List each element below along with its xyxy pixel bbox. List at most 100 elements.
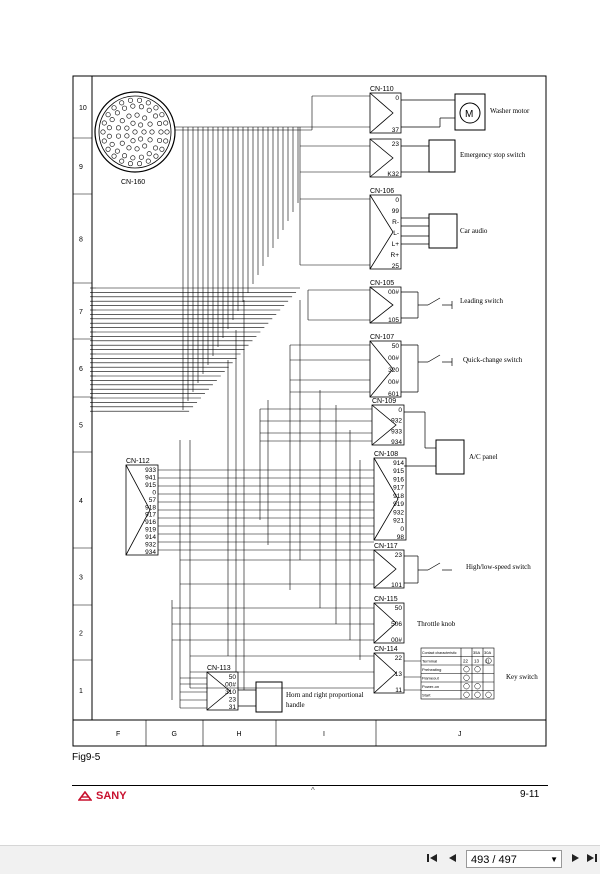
cn113-pin-label: 23 (229, 697, 237, 704)
cn160-pin (147, 137, 153, 143)
key-table-cell: 11 (485, 659, 490, 664)
cn113-pin-label: 310 (225, 689, 236, 696)
cn106-pin-label: 0 (395, 197, 399, 204)
cn112-pin-label: 932 (145, 542, 156, 549)
cn114-label: CN-114 (374, 646, 398, 653)
cn105-label: CN-105 (370, 280, 394, 287)
row-label: 10 (79, 105, 87, 112)
cn160-pin (159, 112, 165, 118)
key-switch-label: Key switch (506, 673, 538, 681)
cn160-pin (126, 113, 132, 119)
horn-handle-label-1: Horn and right proportional (286, 691, 364, 699)
cn107-pin-label: 50 (392, 343, 400, 350)
cn115-pin-label: 50 (395, 605, 403, 612)
figure-label: Fig9-5 (72, 752, 101, 763)
cn113-label: CN-113 (207, 665, 231, 672)
cn117-label: CN-117 (374, 543, 398, 550)
next-icon[interactable] (568, 852, 584, 868)
horn-handle-box: Horn and right proportional handle (238, 681, 364, 713)
cn112-pin-label: 933 (145, 467, 156, 474)
cn105-pin-label: 105 (388, 317, 399, 324)
skip-last-icon[interactable] (584, 852, 600, 868)
row-label: 7 (79, 309, 83, 316)
cn114-pin-label: 22 (395, 655, 403, 662)
cn160-pin (137, 161, 143, 167)
cn160-pin (153, 113, 159, 119)
cn109-pin-label: 932 (391, 418, 402, 425)
cn113-pin-label: 00# (225, 682, 236, 689)
column-label: H (237, 731, 242, 738)
cn160-pin (109, 117, 115, 123)
cn160-pin (130, 103, 136, 109)
cn160-pin (119, 100, 125, 106)
cn160-pin (119, 140, 125, 146)
washer-motor-label: Washer motor (490, 107, 530, 115)
cn108-pin-label: 919 (393, 501, 404, 508)
cn106-pin-label: R+ (391, 252, 400, 259)
cn110-pin-label: 37 (392, 127, 400, 134)
column-label: G (172, 731, 177, 738)
cn160-pin (134, 146, 140, 152)
key-table-cell: 13 (474, 659, 480, 664)
cn112-pin-label: 918 (145, 504, 156, 511)
cn160-pin (115, 125, 121, 131)
page-selector[interactable]: 493 / 497 ▼ (466, 850, 562, 868)
key-table-row-label: Start (422, 693, 431, 698)
cn107-label: CN-107 (370, 334, 394, 341)
cn107-pin-label: 00# (388, 379, 399, 386)
emergency-stop-box: Emergency stop switch (401, 139, 526, 173)
cn160-pin (105, 112, 111, 118)
cn110-label: CN-110 (370, 86, 394, 93)
cn108-pin-label: 917 (393, 485, 404, 492)
skip-first-icon[interactable] (424, 852, 440, 868)
cn107-pin-label: 00# (388, 355, 399, 362)
cn160-pin (146, 151, 152, 157)
contact-circle (463, 691, 470, 698)
prev-icon[interactable] (444, 852, 460, 868)
chevron-down-icon: ▼ (550, 855, 558, 864)
cn160-pin (101, 120, 107, 126)
high-low-speed-switch: High/low-speed switch (404, 555, 531, 584)
quick-change-switch: Quick-change switch (401, 344, 523, 393)
cn160-pin (149, 129, 155, 135)
ac-panel-label: A/C panel (469, 453, 498, 461)
sany-logo-icon (78, 791, 92, 801)
footer-rule (72, 785, 548, 786)
column-label: I (323, 731, 325, 738)
contact-circle (485, 657, 492, 664)
cn160-pin (146, 107, 152, 113)
cn113-pin-label: 50 (229, 674, 237, 681)
contact-circle (463, 683, 470, 690)
cn108-pin-label: 916 (393, 476, 404, 483)
cn160-pin (109, 141, 115, 147)
cn109-label: CN-109 (372, 398, 396, 405)
cn160-pin (100, 129, 106, 135)
cn117-pin-label: 23 (395, 552, 403, 559)
motor-symbol: M (465, 109, 473, 120)
diagram-frame (72, 75, 547, 747)
cn115-pin-label: 00# (391, 637, 402, 644)
throttle-knob-label: Throttle knob (417, 620, 456, 628)
emergency-stop-label: Emergency stop switch (460, 151, 526, 159)
horn-handle-label-2: handle (286, 701, 305, 709)
row-label: 4 (79, 498, 83, 505)
cn112-pin-label: 916 (145, 519, 156, 526)
key-table-row-label: Power-on (422, 684, 439, 689)
cn160-pin (101, 138, 107, 144)
key-table-header: 35A (473, 650, 480, 655)
cn108-pin-label: 921 (393, 518, 404, 525)
cn160-pin (106, 125, 112, 131)
cn160-pin (122, 105, 128, 111)
cn160-pin (141, 129, 147, 135)
cn112-pin-label: 915 (145, 482, 156, 489)
cn160-pin (106, 133, 112, 139)
cn109a-pin-label: 23 (392, 141, 400, 148)
contact-circle (474, 683, 481, 690)
cn112-label: CN-112 (126, 458, 150, 465)
